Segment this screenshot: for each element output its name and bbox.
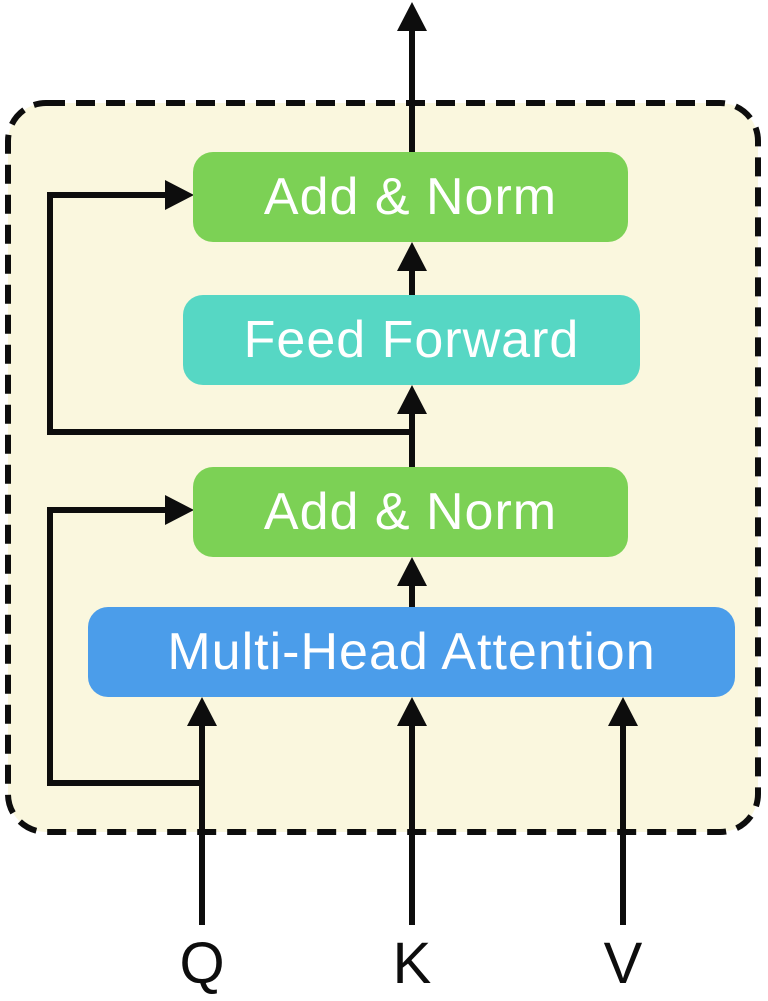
residual2-vertical-line	[47, 507, 53, 786]
attention-to-addnorm-arrowhead	[397, 557, 427, 586]
residual1-top-line	[47, 192, 167, 198]
key-input-arrowhead	[397, 697, 427, 726]
residual1-arrowhead	[165, 180, 194, 210]
residual1-branch-line	[50, 429, 415, 435]
add-norm-top-block: Add & Norm	[193, 152, 628, 242]
residual2-top-line	[47, 507, 167, 513]
add-norm-bottom-block: Add & Norm	[193, 467, 628, 557]
feed-forward-block: Feed Forward	[183, 295, 640, 385]
residual1-vertical-line	[47, 192, 53, 435]
multi-head-attention-block: Multi-Head Attention	[88, 607, 735, 697]
query-input-arrowhead	[187, 697, 217, 726]
query-input-label: Q	[179, 930, 225, 996]
feedforward-to-addnorm-arrowhead	[397, 242, 427, 271]
addnorm-to-feedforward-line	[409, 411, 415, 469]
query-input-line	[199, 724, 205, 925]
addnorm-to-feedforward-arrowhead	[397, 385, 427, 414]
attention-to-addnorm-line	[409, 584, 415, 609]
value-input-line	[620, 724, 626, 925]
residual2-branch-line	[47, 780, 205, 786]
value-input-label: V	[603, 930, 643, 996]
residual2-arrowhead	[165, 495, 194, 525]
key-input-line	[409, 724, 415, 925]
value-input-arrowhead	[608, 697, 638, 726]
output-line	[409, 28, 415, 154]
feedforward-to-addnorm-line	[409, 268, 415, 297]
key-input-label: K	[392, 930, 432, 996]
output-arrowhead	[397, 2, 427, 31]
